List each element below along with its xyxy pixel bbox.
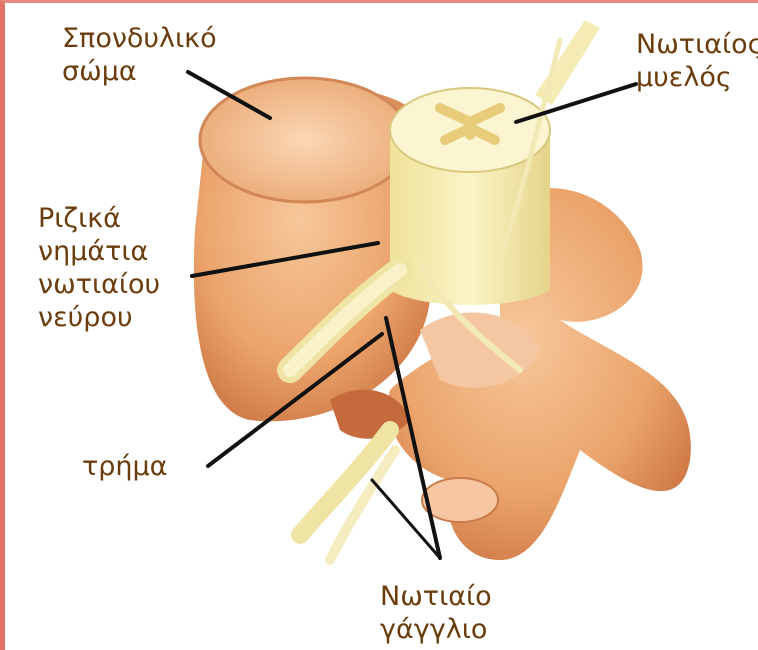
label-spinal-ganglion: Νωτιαίο γάγγλιο xyxy=(380,580,492,646)
label-line: νημάτια xyxy=(38,235,160,268)
label-line: μυελός xyxy=(636,61,758,94)
label-nerve-rootlets: Ριζικά νημάτια νωτιαίου νεύρου xyxy=(38,202,160,334)
label-line: Νωτιαίο xyxy=(380,580,492,613)
label-vertebral-body: Σπονδυλικό σώμα xyxy=(62,22,217,88)
label-line: Ριζικά xyxy=(38,202,160,235)
label-line: σώμα xyxy=(62,55,217,88)
label-line: τρήμα xyxy=(82,450,167,483)
label-line: Νωτιαίος xyxy=(636,28,758,61)
label-spinal-cord: Νωτιαίος μυελός xyxy=(636,28,758,94)
pointer-spinal-cord xyxy=(516,84,636,122)
label-foramen: τρήμα xyxy=(82,450,167,483)
label-line: γάγγλιο xyxy=(380,613,492,646)
label-line: νωτιαίου xyxy=(38,268,160,301)
label-line: νεύρου xyxy=(38,301,160,334)
label-line: Σπονδυλικό xyxy=(62,22,217,55)
